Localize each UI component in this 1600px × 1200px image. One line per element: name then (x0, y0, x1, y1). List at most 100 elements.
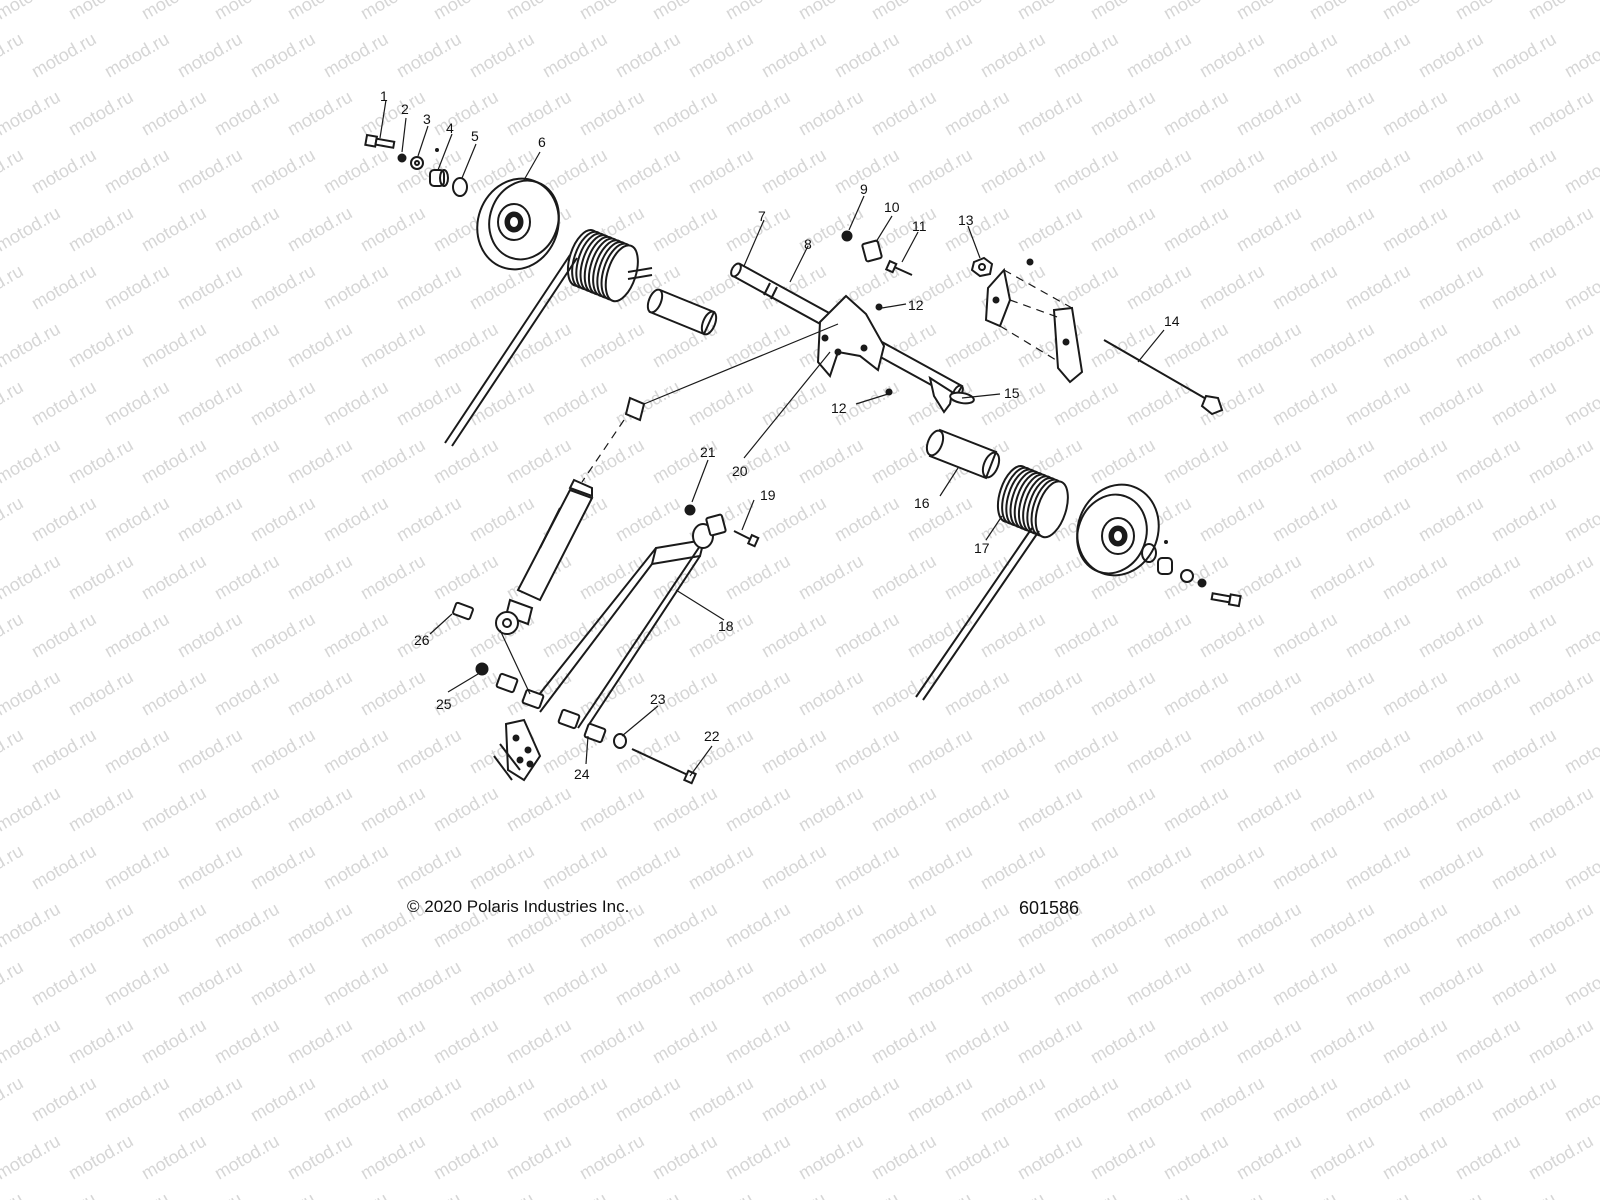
watermark-text: motod.ru (795, 899, 867, 952)
watermark-text: motod.ru (357, 435, 429, 488)
watermark-text: motod.ru (211, 899, 283, 952)
watermark-text: motod.ru (247, 29, 319, 82)
watermark-text: motod.ru (1233, 1015, 1305, 1068)
watermark-text: motod.ru (685, 609, 757, 662)
watermark-text: motod.ru (576, 435, 648, 488)
watermark-text: motod.ru (795, 1131, 867, 1184)
watermark-text: motod.ru (430, 0, 502, 23)
watermark-text: motod.ru (1306, 551, 1378, 604)
watermark-text: motod.ru (1014, 783, 1086, 836)
watermark-text: motod.ru (1014, 551, 1086, 604)
watermark-text: motod.ru (977, 841, 1049, 894)
watermark-text: motod.ru (247, 377, 319, 430)
part-21-nut (684, 504, 696, 516)
watermark-text: motod.ru (1415, 1073, 1487, 1126)
watermark-text: motod.ru (1561, 377, 1600, 430)
watermark-text: motod.ru (211, 0, 283, 23)
watermark-text: motod.ru (1452, 435, 1524, 488)
watermark-text: motod.ru (211, 435, 283, 488)
watermark-text: motod.ru (1415, 377, 1487, 430)
watermark-text: motod.ru (977, 1073, 1049, 1126)
watermark-text: motod.ru (685, 725, 757, 778)
watermark-text: motod.ru (685, 377, 757, 430)
watermark-text: motod.ru (211, 319, 283, 372)
left-wheel-assembly (364, 133, 560, 271)
watermark-text: motod.ru (0, 899, 64, 952)
watermark-text: motod.ru (649, 203, 721, 256)
watermark-text: motod.ru (1269, 1189, 1341, 1200)
watermark-text: motod.ru (1379, 0, 1451, 23)
watermark-text: motod.ru (831, 29, 903, 82)
watermark-text: motod.ru (247, 841, 319, 894)
watermark-text: motod.ru (1123, 261, 1195, 314)
watermark-text: motod.ru (1123, 1189, 1195, 1200)
watermark-text: motod.ru (1050, 1189, 1122, 1200)
watermark-text: motod.ru (65, 87, 137, 140)
copyright-text: © 2020 Polaris Industries Inc. (407, 897, 630, 916)
watermark-text: motod.ru (722, 783, 794, 836)
watermark-text: motod.ru (941, 783, 1013, 836)
watermark-text: motod.ru (466, 841, 538, 894)
watermark-text: motod.ru (1342, 725, 1414, 778)
watermark-text: motod.ru (247, 493, 319, 546)
callout-2: 2 (401, 101, 409, 117)
watermark-text: motod.ru (65, 0, 137, 23)
watermark-text: motod.ru (503, 1015, 575, 1068)
watermark-text: motod.ru (28, 725, 100, 778)
watermark-text: motod.ru (1233, 551, 1305, 604)
watermark-text: motod.ru (393, 957, 465, 1010)
watermark-text: motod.ru (1525, 203, 1597, 256)
watermark-text: motod.ru (831, 841, 903, 894)
watermark-text: motod.ru (174, 725, 246, 778)
watermark-text: motod.ru (138, 319, 210, 372)
watermark-text: motod.ru (247, 1073, 319, 1126)
part-4-bushing (429, 148, 449, 187)
watermark-text: motod.ru (1452, 203, 1524, 256)
watermark-text: motod.ru (430, 435, 502, 488)
watermark-text: motod.ru (1087, 319, 1159, 372)
watermark-text: motod.ru (941, 87, 1013, 140)
watermark-text: motod.ru (1488, 957, 1560, 1010)
watermark-text: motod.ru (174, 1073, 246, 1126)
watermark-text: motod.ru (941, 0, 1013, 23)
watermark-text: motod.ru (758, 29, 830, 82)
watermark-text: motod.ru (0, 725, 27, 778)
watermark-text: motod.ru (320, 725, 392, 778)
watermark-text: motod.ru (357, 1131, 429, 1184)
watermark-text: motod.ru (612, 725, 684, 778)
watermark-text: motod.ru (649, 1015, 721, 1068)
watermark-text: motod.ru (466, 377, 538, 430)
watermark-text: motod.ru (1123, 841, 1195, 894)
watermark-text: motod.ru (1379, 667, 1451, 720)
watermark-text: motod.ru (174, 261, 246, 314)
watermark-text: motod.ru (1123, 377, 1195, 430)
watermark-text: motod.ru (1342, 1073, 1414, 1126)
watermark-text: motod.ru (1160, 1015, 1232, 1068)
watermark-text: motod.ru (1196, 841, 1268, 894)
watermark-text: motod.ru (722, 1131, 794, 1184)
watermark-text: motod.ru (1342, 29, 1414, 82)
watermark-text: motod.ru (0, 1189, 27, 1200)
watermark-text: motod.ru (1233, 203, 1305, 256)
watermark-text: motod.ru (0, 783, 64, 836)
watermark-text: motod.ru (539, 377, 611, 430)
watermark-text: motod.ru (1561, 957, 1600, 1010)
watermark-text: motod.ru (1196, 957, 1268, 1010)
watermark-text: motod.ru (1415, 841, 1487, 894)
watermark-text: motod.ru (1452, 551, 1524, 604)
watermark-text: motod.ru (284, 0, 356, 23)
watermark-text: motod.ru (0, 609, 27, 662)
watermark-text: motod.ru (795, 0, 867, 23)
watermark-text: motod.ru (904, 145, 976, 198)
watermark-text: motod.ru (1269, 609, 1341, 662)
watermark-text: motod.ru (1525, 87, 1597, 140)
watermark-text: motod.ru (1342, 841, 1414, 894)
watermark-text: motod.ru (1415, 29, 1487, 82)
watermark-text: motod.ru (1269, 725, 1341, 778)
part-2-nut (397, 153, 407, 163)
watermark-text: motod.ru (503, 87, 575, 140)
watermark-text: motod.ru (649, 435, 721, 488)
watermark-text: motod.ru (0, 841, 27, 894)
part-18-rear-arm (529, 523, 714, 729)
part-6-idler-wheel (476, 177, 560, 271)
